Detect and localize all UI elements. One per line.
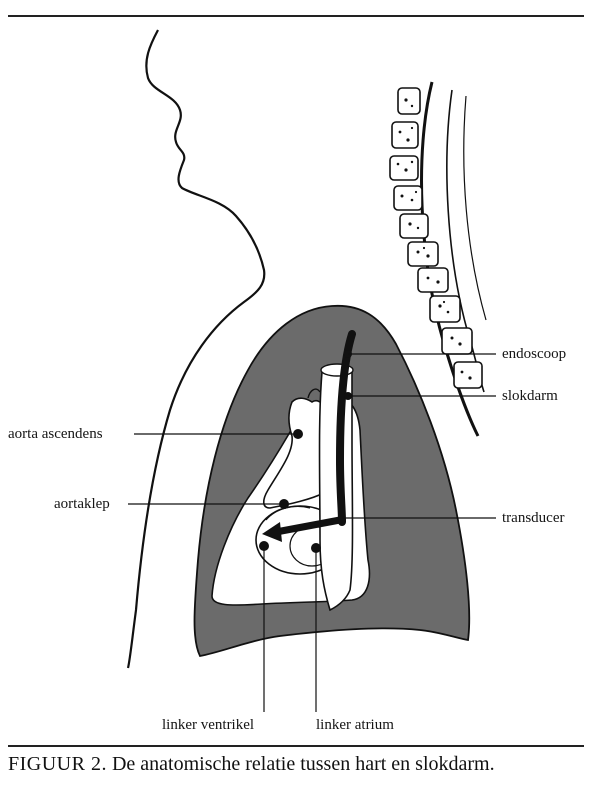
caption-text: De anatomische relatie tussen hart en sl…	[111, 753, 495, 775]
figure-label: FIGUUR 2.	[8, 753, 107, 775]
vertebra	[391, 121, 419, 149]
vertebra	[399, 213, 429, 239]
vertebra	[429, 295, 461, 323]
label-transducer: transducer	[502, 510, 565, 526]
label-aortaklep: aortaklep	[54, 496, 110, 512]
label-slokdarm: slokdarm	[502, 388, 558, 404]
spinal-cord-curve-outer	[463, 95, 487, 321]
leader-lines	[128, 353, 496, 712]
vertebra	[453, 361, 483, 389]
ultrasound-beam	[275, 516, 341, 536]
beam-arrowhead	[262, 522, 282, 542]
aorta-arch-branch	[307, 388, 321, 399]
aorta-ascendens-shape	[262, 397, 331, 509]
vertebra	[407, 241, 439, 267]
vertebra	[397, 87, 421, 115]
label-aorta-ascendens: aorta ascendens	[8, 426, 103, 442]
caption-rule	[8, 745, 584, 747]
body-profile-outline	[126, 29, 266, 669]
top-rule	[8, 15, 584, 17]
vertebra	[441, 327, 473, 355]
vertebrae	[389, 87, 483, 389]
figure-caption: FIGUUR 2. De anatomische relatie tussen …	[8, 752, 588, 776]
vertebra-speckles	[396, 98, 472, 380]
label-linker-atrium: linker atrium	[316, 717, 394, 733]
transducer-dot	[338, 516, 346, 524]
vertebra	[389, 155, 419, 181]
label-endoscoop: endoscoop	[502, 346, 567, 362]
vertebra	[417, 267, 449, 293]
esophagus-tube	[318, 369, 354, 612]
label-linker-ventrikel: linker ventrikel	[162, 717, 255, 733]
vertebra	[393, 185, 423, 211]
